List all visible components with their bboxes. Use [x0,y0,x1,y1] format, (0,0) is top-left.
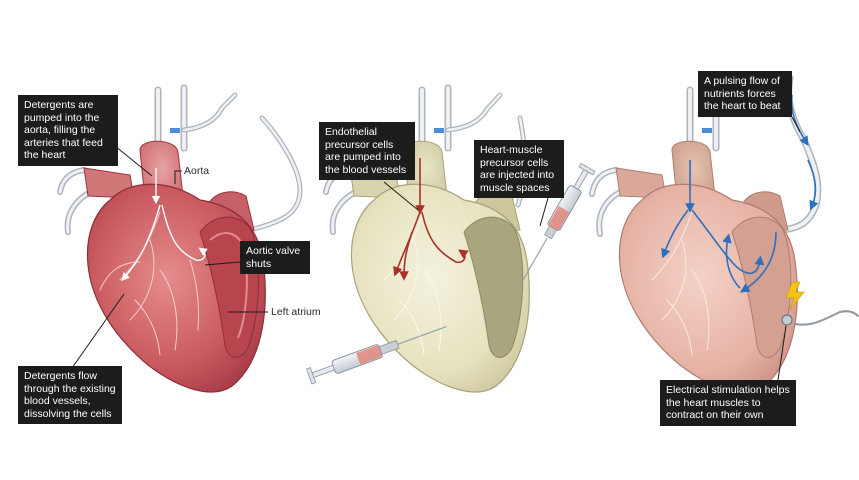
heart-panel-recell [306,84,596,393]
label-left-atrium: Left atrium [271,306,321,318]
tube-clip [170,128,180,133]
syringe-upper [520,162,596,284]
heart-panel-bioreactor [589,74,859,393]
heart-chamber [731,216,792,358]
callout-endothelial-cells: Endothelial precursor cells are pumped i… [319,122,415,180]
callout-aortic-valve: Aortic valve shuts [240,241,310,274]
detergent-flow-arrows [121,168,208,282]
label-aorta: Aorta [184,165,210,177]
callout-electrical-stimulation: Electrical stimulation helps the heart m… [660,380,796,426]
tube-clip [434,128,444,133]
heart-veins [651,211,710,356]
tube-clip [702,128,712,133]
callout-detergent-pumped: Detergents are pumped into the aorta, fi… [18,95,118,166]
callout-heart-muscle-cells: Heart-muscle precursor cells are injecte… [474,140,564,198]
muscle-space-chamber [463,216,524,358]
endothelial-cell-arrows [393,158,469,281]
lightning-bolt-icon [785,281,805,311]
leader-lines [71,145,268,369]
leader-lines [777,116,801,381]
tube-set [57,84,303,235]
syringe-lower [306,325,447,385]
callout-pulsing-flow: A pulsing flow of nutrients forces the h… [698,71,792,117]
callout-detergent-flow: Detergents flow through the existing blo… [18,366,122,424]
electrode-icon [781,314,793,326]
heart-panel-decell [57,84,303,393]
leader-lines [383,181,549,227]
